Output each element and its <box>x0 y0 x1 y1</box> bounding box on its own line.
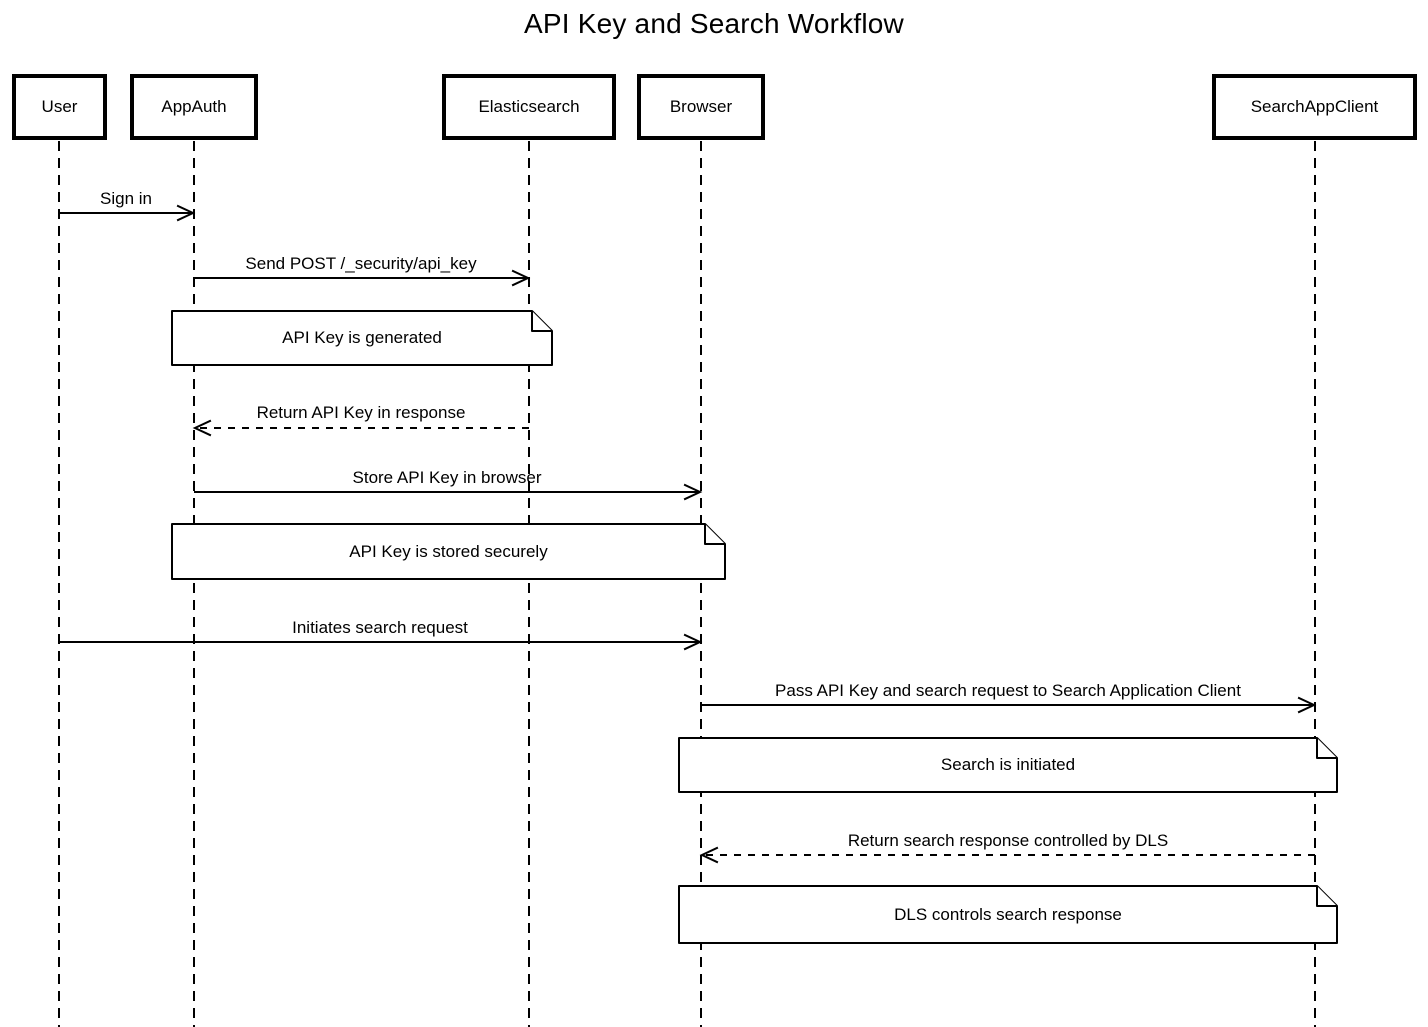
participant-appauth: AppAuth <box>130 74 258 140</box>
participant-searchappclient-label: SearchAppClient <box>1250 97 1379 116</box>
lifelines <box>58 141 1316 1027</box>
participant-searchappclient: SearchAppClient <box>1212 74 1417 140</box>
note-shape-api-key-generated <box>171 310 553 366</box>
message-arrow-return-api-key <box>192 419 529 437</box>
note-label-api-key-generated: API Key is generated <box>282 328 442 347</box>
participant-user: User <box>12 74 107 140</box>
participant-browser: Browser <box>637 74 765 140</box>
participant-browser-label: Browser <box>669 97 733 116</box>
message-arrow-store-api-key <box>194 483 703 501</box>
note-label-dls-controls: DLS controls search response <box>894 904 1122 924</box>
note-label-api-key-stored: API Key is stored securely <box>349 541 548 561</box>
message-arrow-return-search-response <box>699 846 1315 864</box>
message-label-sign-in: Sign in <box>100 189 152 208</box>
note-shape-search-initiated <box>678 737 1338 793</box>
message-label-initiates-search: Initiates search request <box>292 618 468 637</box>
note-label-search-initiated: Search is initiated <box>940 755 1076 774</box>
message-arrow-send-post <box>194 269 531 287</box>
message-label-store-api-key: Store API Key in browser <box>352 468 542 487</box>
note-shape-dls-controls <box>678 885 1338 944</box>
message-label-pass-api-key: Pass API Key and search request to Searc… <box>775 681 1241 700</box>
diagram-title: API Key and Search Workflow <box>524 8 904 39</box>
message-label-return-search-response: Return search response controlled by DLS <box>847 831 1169 850</box>
participant-elasticsearch-label: Elasticsearch <box>478 97 580 116</box>
message-arrow-initiates-search <box>59 633 703 651</box>
message-label-return-api-key: Return API Key in response <box>256 403 466 422</box>
message-label-send-post: Send POST /_security/api_key <box>245 254 477 273</box>
message-arrow-pass-api-key <box>701 696 1317 714</box>
message-arrow-sign-in <box>59 204 196 222</box>
participant-appauth-label: AppAuth <box>161 97 227 116</box>
participant-elasticsearch: Elasticsearch <box>442 74 616 140</box>
note-shape-api-key-stored <box>171 523 726 580</box>
participant-user-label: User <box>41 97 78 116</box>
